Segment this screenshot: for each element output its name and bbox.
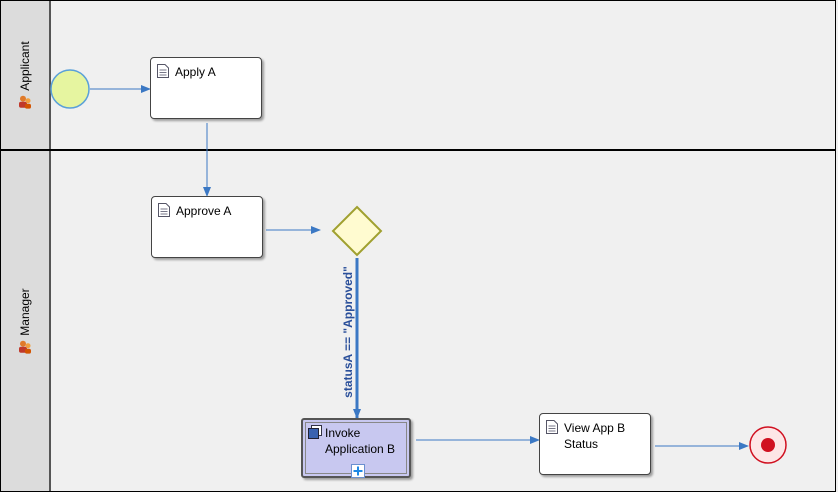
expand-plus-icon[interactable] (351, 464, 365, 478)
task-label-line2: Status (564, 437, 599, 451)
lane-header-manager: Manager (1, 151, 51, 491)
task-approve-a[interactable]: Approve A (151, 196, 263, 258)
document-icon (546, 420, 558, 434)
condition-label: statusA == "Approved" (341, 266, 355, 398)
lane-title-manager: Manager (18, 288, 32, 354)
document-icon (157, 64, 169, 78)
subprocess-icon (308, 425, 322, 439)
task-label-line1: Invoke (325, 426, 361, 440)
lane-header-applicant: Applicant (1, 1, 51, 149)
task-label-line2: Application B (325, 442, 396, 456)
role-icon (19, 340, 31, 354)
end-event-core (761, 438, 775, 452)
lane-applicant[interactable]: Applicant (0, 0, 836, 151)
subprocess-invoke-application-b[interactable]: Invoke Application B (301, 418, 411, 478)
task-view-app-b-status[interactable]: View App B Status (539, 413, 651, 475)
start-event[interactable] (50, 69, 90, 109)
task-label: Approve A (176, 204, 232, 218)
role-icon (19, 95, 31, 109)
task-label: Apply A (175, 65, 216, 79)
task-apply-a[interactable]: Apply A (150, 57, 262, 119)
lane-title-applicant: Applicant (18, 41, 32, 109)
lane-manager[interactable]: Manager (0, 150, 836, 492)
document-icon (158, 203, 170, 217)
exclusive-gateway[interactable] (331, 205, 383, 257)
task-label-line1: View App B (564, 421, 626, 435)
